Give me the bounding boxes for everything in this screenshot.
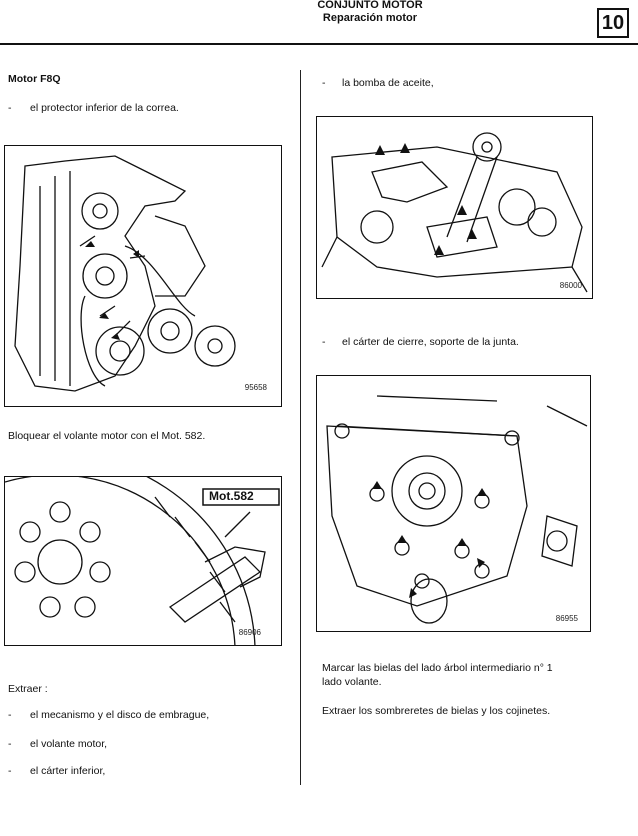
oil-pump-drawing	[321, 132, 588, 293]
extract-label: Extraer :	[8, 683, 48, 695]
figure-closing-case: 86955	[316, 375, 591, 632]
bullet-dash: -	[8, 765, 12, 777]
bullet-dash: -	[8, 709, 12, 721]
section-number: 10	[597, 8, 629, 38]
step-clutch: el mecanismo y el disco de embrague,	[30, 709, 210, 721]
figure-oil-pump: 86000	[316, 116, 593, 299]
bullet-dash: -	[322, 336, 326, 348]
closing-case-drawing	[326, 395, 588, 624]
engine-heading: Motor F8Q	[8, 73, 61, 85]
header-rule	[0, 43, 638, 45]
tool-label: Mot.582	[209, 489, 254, 503]
figure-number: 86000	[559, 281, 582, 290]
mark-rods-line1: Marcar las bielas del lado árbol interme…	[322, 662, 553, 674]
figure-flywheel-lock: Mot.582 86906	[4, 476, 282, 646]
step-extract-caps: Extraer los sombreretes de bielas y los …	[322, 705, 551, 717]
step-closing-case: el cárter de cierre, soporte de la junta…	[342, 336, 519, 348]
flywheel-drawing	[5, 477, 280, 645]
bullet-dash: -	[322, 77, 326, 89]
step-lock-flywheel: Bloquear el volante motor con el Mot. 58…	[8, 430, 206, 442]
mark-rods-line2: lado volante.	[322, 676, 382, 688]
engine-front-drawing	[14, 155, 236, 392]
figure-belt-guard: 95658	[4, 145, 282, 407]
column-divider	[300, 70, 301, 785]
bullet-dash: -	[8, 738, 12, 750]
header-subtitle: Reparación motor	[322, 12, 418, 24]
bullet-dash: -	[8, 102, 12, 114]
step-flywheel: el volante motor,	[30, 738, 108, 750]
figure-number: 86906	[238, 628, 261, 637]
step-oil-pump: la bomba de aceite,	[342, 77, 434, 89]
step-belt-guard: el protector inferior de la correa.	[30, 102, 179, 114]
figure-number: 86955	[555, 614, 578, 623]
figure-number: 95658	[244, 383, 267, 392]
step-lower-crankcase: el cárter inferior,	[30, 765, 106, 777]
header-title: CONJUNTO MOTOR	[317, 0, 423, 11]
